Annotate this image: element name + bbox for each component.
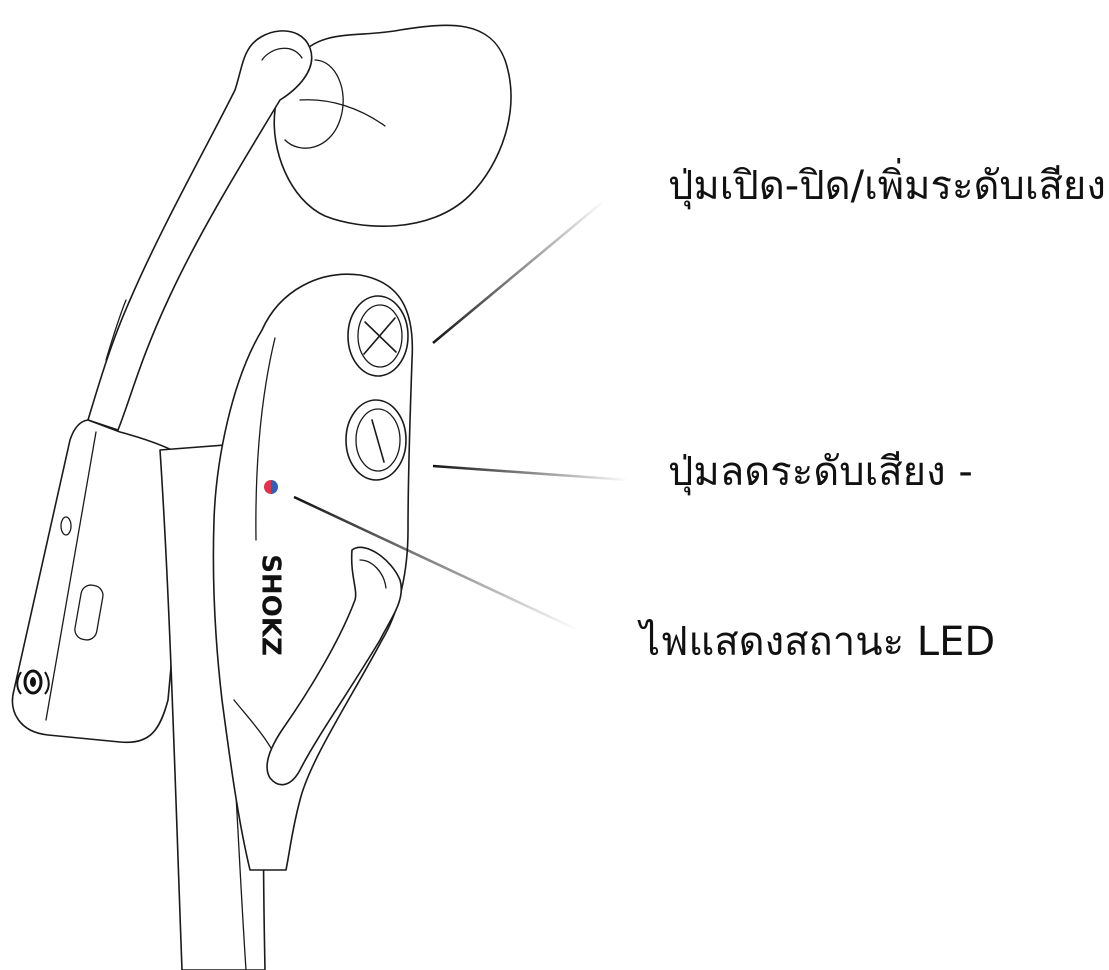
led-indicator-icon <box>264 480 278 494</box>
callout-line-power <box>433 200 605 343</box>
shokz-logo-text: SHOKZ <box>256 554 286 656</box>
callout-line-volume-down <box>433 466 628 480</box>
volume-down-button <box>346 400 406 480</box>
callout-led: ไฟแสดงสถานะ LED <box>640 622 995 662</box>
volume-up-button <box>348 296 408 376</box>
callout-volume-down: ปุ่มลดระดับเสียง - <box>668 452 973 492</box>
shokz-logo-icon: SHOKZ <box>256 554 286 656</box>
callout-power-volume-up: ปุ่มเปิด-ปิด/เพิ่มระดับเสียง <box>668 166 1106 206</box>
